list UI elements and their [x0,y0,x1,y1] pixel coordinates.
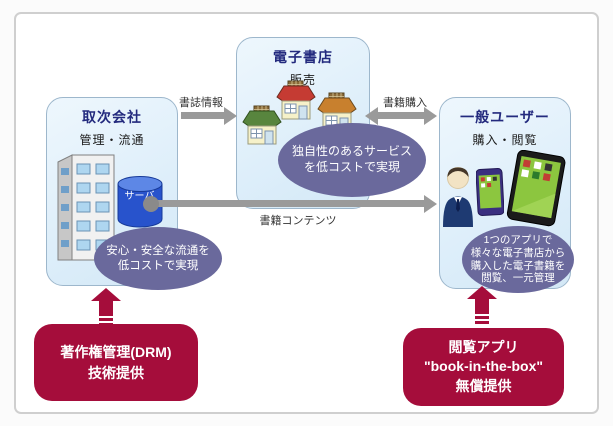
storefront-red-icon [276,80,316,120]
user-person-icon [443,167,473,227]
tablet-icon [506,150,566,227]
book-content-arrow [151,200,424,207]
user-title: 一般ユーザー [460,109,550,125]
arrow-head [91,288,121,301]
book-content-label: 書籍コンテンツ [259,215,337,227]
callout-line: を低コストで実現 [303,160,400,174]
bibliographic-info-arrow [181,112,224,119]
bookstore-title: 電子書店 [273,49,333,65]
provision-line: 著作権管理(DRM) [60,343,172,360]
book-purchase-label: 書籍購入 [383,97,427,109]
provision-line: 技術提供 [88,364,144,381]
distributor-subtitle: 管理・流通 [79,133,145,147]
provision-line: "book-in-the-box" [423,358,544,375]
callout-line: 閲覧、一元管理 [481,272,555,285]
database-cylinder-icon [117,176,163,228]
provision-line: 無償提供 [455,377,512,394]
arrow-head [467,286,497,299]
callout-line: 独自性のあるサービス [291,144,412,159]
viewer-up-arrow-icon [467,286,497,324]
server-label: サーバ [124,191,155,202]
arrow-shaft [475,299,489,314]
drm-up-arrow-icon [91,288,121,326]
book-purchase-arrow [378,112,424,119]
secure-distribution-callout: 安心・安全な流通を 低コストで実現 [94,227,222,290]
callout-line: 購入した電子書籍を [470,259,566,272]
arrow-stripe [475,321,489,324]
one-app-callout: 1つのアプリで 様々な電子書店から 購入した電子書籍を 閲覧、一元管理 [462,226,574,293]
arrow-shaft [99,301,113,316]
distributor-title: 取次会社 [82,109,142,125]
storefront-green-icon [242,105,282,145]
server-connector-dot [143,196,159,212]
callout-line: 安心・安全な流通を [106,244,210,257]
callout-line: 様々な電子書店から [470,246,566,259]
user-subtitle: 購入・閲覧 [472,133,538,147]
callout-line: 1つのアプリで [483,233,553,246]
viewer-app-provision-box: 閲覧アプリ "book-in-the-box" 無償提供 [403,328,564,406]
callout-line: 低コストで実現 [117,259,199,272]
provision-line: 閲覧アプリ [448,338,519,355]
smartphone-icon [476,168,504,216]
arrow-stripe [99,318,113,321]
unique-service-callout: 独自性のあるサービス を低コストで実現 [278,123,426,197]
bibliographic-info-label: 書誌情報 [179,97,223,109]
arrow-stripe [475,316,489,319]
drm-provision-box: 著作権管理(DRM) 技術提供 [34,324,198,401]
